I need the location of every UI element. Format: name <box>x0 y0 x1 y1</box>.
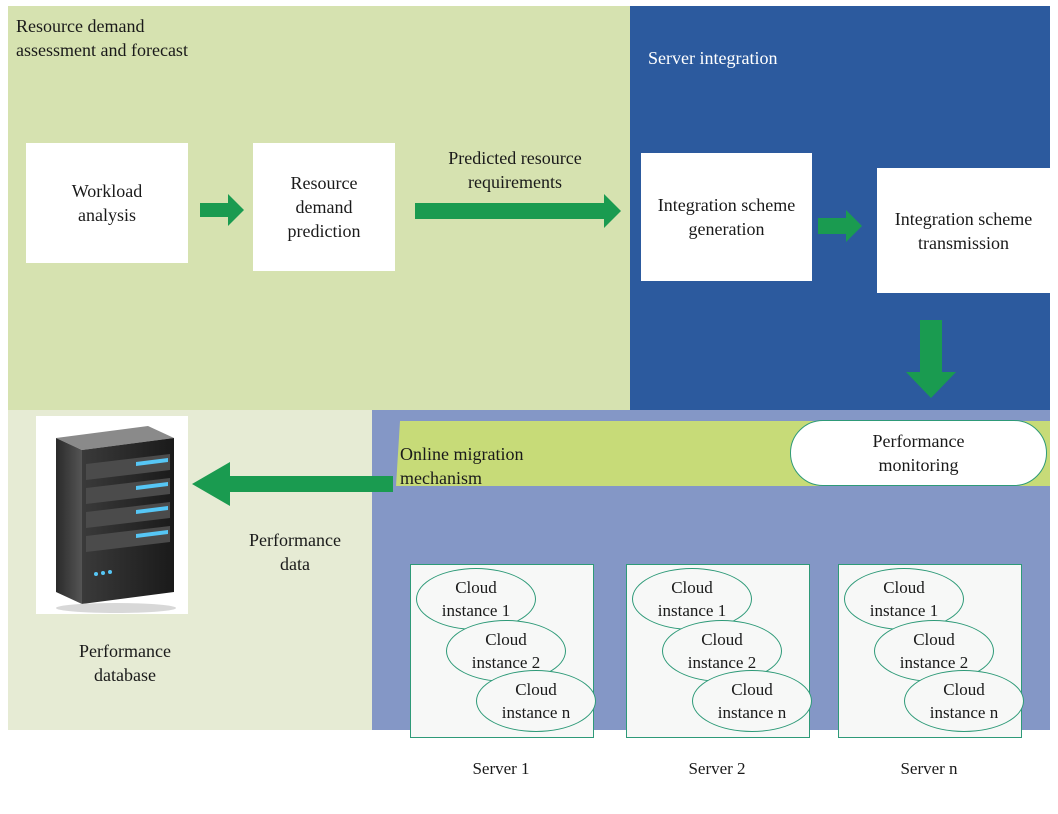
arrow-migration-to-database <box>192 462 393 506</box>
performance-data-label: Performance data <box>249 530 341 574</box>
cloud-instance-ellipse: Cloud instance 1 <box>844 568 964 630</box>
cloud-instance-ellipse: Cloud instance n <box>476 670 596 732</box>
cloud-instance-label: Cloud instance 1 <box>869 578 939 620</box>
arrow-generation-to-transmission <box>818 210 862 242</box>
server-label: Server 1 <box>472 759 530 778</box>
scheme-transmission-box: Integration scheme transmission <box>877 168 1050 293</box>
demand-prediction-box: Resource demand prediction <box>253 143 395 271</box>
scheme-generation-box: Integration scheme generation <box>641 153 812 281</box>
demand-prediction-label: Resource demand prediction <box>287 173 361 241</box>
server-label: Server n <box>900 759 958 778</box>
cloud-instance-ellipse: Cloud instance n <box>692 670 812 732</box>
cloud-instance-label: Cloud instance n <box>929 680 999 722</box>
cloud-instance-label: Cloud instance 2 <box>471 630 541 672</box>
cloud-instance-label: Cloud instance n <box>501 680 571 722</box>
arrow-down-to-monitoring <box>906 320 956 398</box>
cloud-instance-label: Cloud instance 2 <box>687 630 757 672</box>
cloud-instance-label: Cloud instance 1 <box>441 578 511 620</box>
integration-title: Server integration <box>648 48 778 68</box>
online-migration-label: Online migration mechanism <box>400 444 524 488</box>
cloud-instance-label: Cloud instance n <box>717 680 787 722</box>
server-tower-icon <box>36 416 188 614</box>
cloud-instance-ellipse: Cloud instance 2 <box>446 620 566 682</box>
scheme-generation-label: Integration scheme generation <box>657 195 796 239</box>
forecast-title: Resource demand assessment and forecast <box>16 16 188 60</box>
cloud-instance-ellipse: Cloud instance n <box>904 670 1024 732</box>
workload-analysis-label: Workload analysis <box>71 181 143 225</box>
scheme-transmission-label: Integration scheme transmission <box>894 208 1033 253</box>
cloud-instance-label: Cloud instance 1 <box>657 578 727 620</box>
performance-monitoring-pill: Performance monitoring <box>790 420 1047 486</box>
arrow-workload-to-prediction <box>200 194 244 226</box>
workload-analysis-box: Workload analysis <box>26 143 188 263</box>
server-label: Server 2 <box>688 759 746 778</box>
performance-database-label: Performance database <box>79 641 171 685</box>
performance-monitoring-label: Performance monitoring <box>872 431 965 475</box>
cloud-instance-label: Cloud instance 2 <box>899 630 969 672</box>
predicted-requirements-label: Predicted resource requirements <box>448 148 582 192</box>
cloud-instance-ellipse: Cloud instance 1 <box>632 568 752 630</box>
arrow-prediction-to-generation <box>415 194 621 228</box>
